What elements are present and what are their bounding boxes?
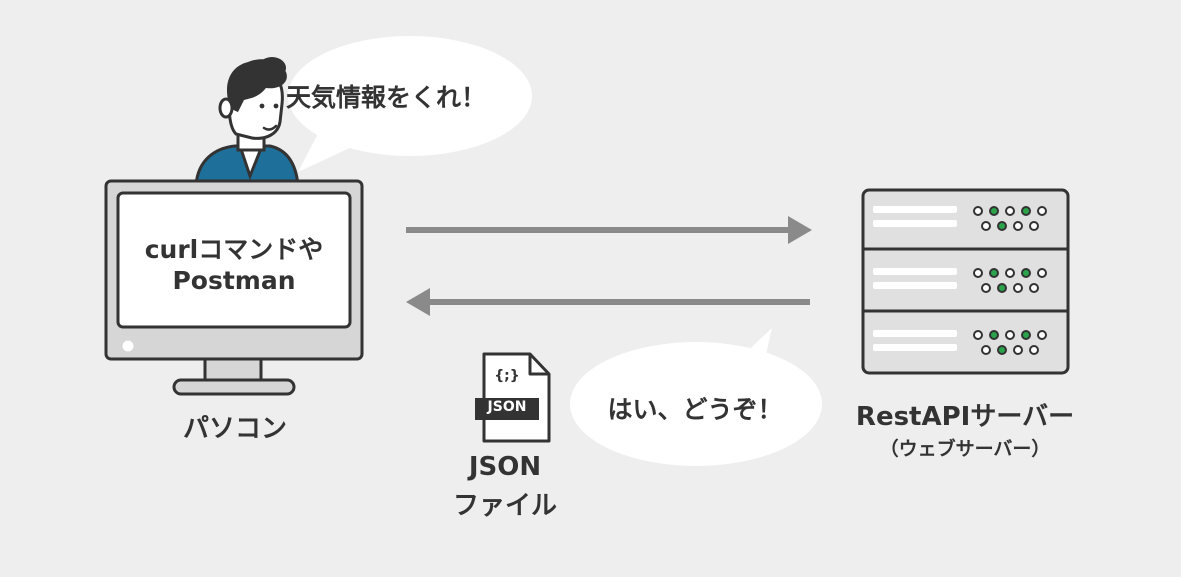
server-bar	[873, 268, 957, 275]
server-bar	[873, 220, 957, 227]
server-led	[973, 268, 983, 278]
server-led	[1005, 330, 1015, 340]
person-illustration	[194, 57, 300, 187]
speech-bubble-top	[288, 36, 532, 172]
response-arrow	[406, 288, 810, 316]
file-label-line1: JSON	[468, 452, 542, 482]
json-badge: JSON	[487, 399, 527, 415]
screen-text-line2: Postman	[172, 266, 296, 295]
server-led	[1021, 206, 1031, 216]
screen-text-line1: curlコマンドや	[144, 235, 324, 264]
server-led	[1005, 268, 1015, 278]
server-led	[1029, 221, 1039, 231]
server-led	[1029, 283, 1039, 293]
computer-label: パソコン	[182, 414, 287, 444]
speech-bubble-bottom	[570, 328, 822, 466]
server-led	[973, 330, 983, 340]
server-led	[1013, 345, 1023, 355]
server-led	[1037, 268, 1047, 278]
speech-text-response: はい、どうぞ！	[607, 395, 783, 424]
json-braces-icon: {;}	[494, 368, 520, 384]
server-led	[981, 283, 991, 293]
server-led	[973, 206, 983, 216]
server-led	[1005, 206, 1015, 216]
server-led	[989, 268, 999, 278]
server-bar	[873, 344, 957, 351]
server-led	[997, 345, 1007, 355]
server-led	[981, 345, 991, 355]
server-led	[997, 221, 1007, 231]
server-led	[1029, 345, 1039, 355]
server-led	[1037, 206, 1047, 216]
server-led	[1013, 283, 1023, 293]
server-led	[1021, 330, 1031, 340]
file-label-line2: ファイル	[452, 491, 557, 521]
server-led	[989, 206, 999, 216]
json-file-icon	[475, 352, 551, 443]
server-sublabel: （ウェブサーバー）	[879, 438, 1051, 460]
server-led	[981, 221, 991, 231]
request-arrow	[406, 216, 812, 244]
server-led	[1037, 330, 1047, 340]
server-rack-units	[873, 206, 1047, 355]
monitor-illustration	[104, 179, 364, 396]
server-led	[997, 283, 1007, 293]
speech-text-request: 天気情報をくれ！	[286, 83, 487, 112]
server-illustration	[861, 188, 1070, 375]
server-label: RestAPIサーバー	[855, 402, 1075, 432]
server-bar	[873, 282, 957, 289]
server-bar	[873, 206, 957, 213]
server-led	[1021, 268, 1031, 278]
server-led	[1013, 221, 1023, 231]
server-bar	[873, 330, 957, 337]
server-led	[989, 330, 999, 340]
